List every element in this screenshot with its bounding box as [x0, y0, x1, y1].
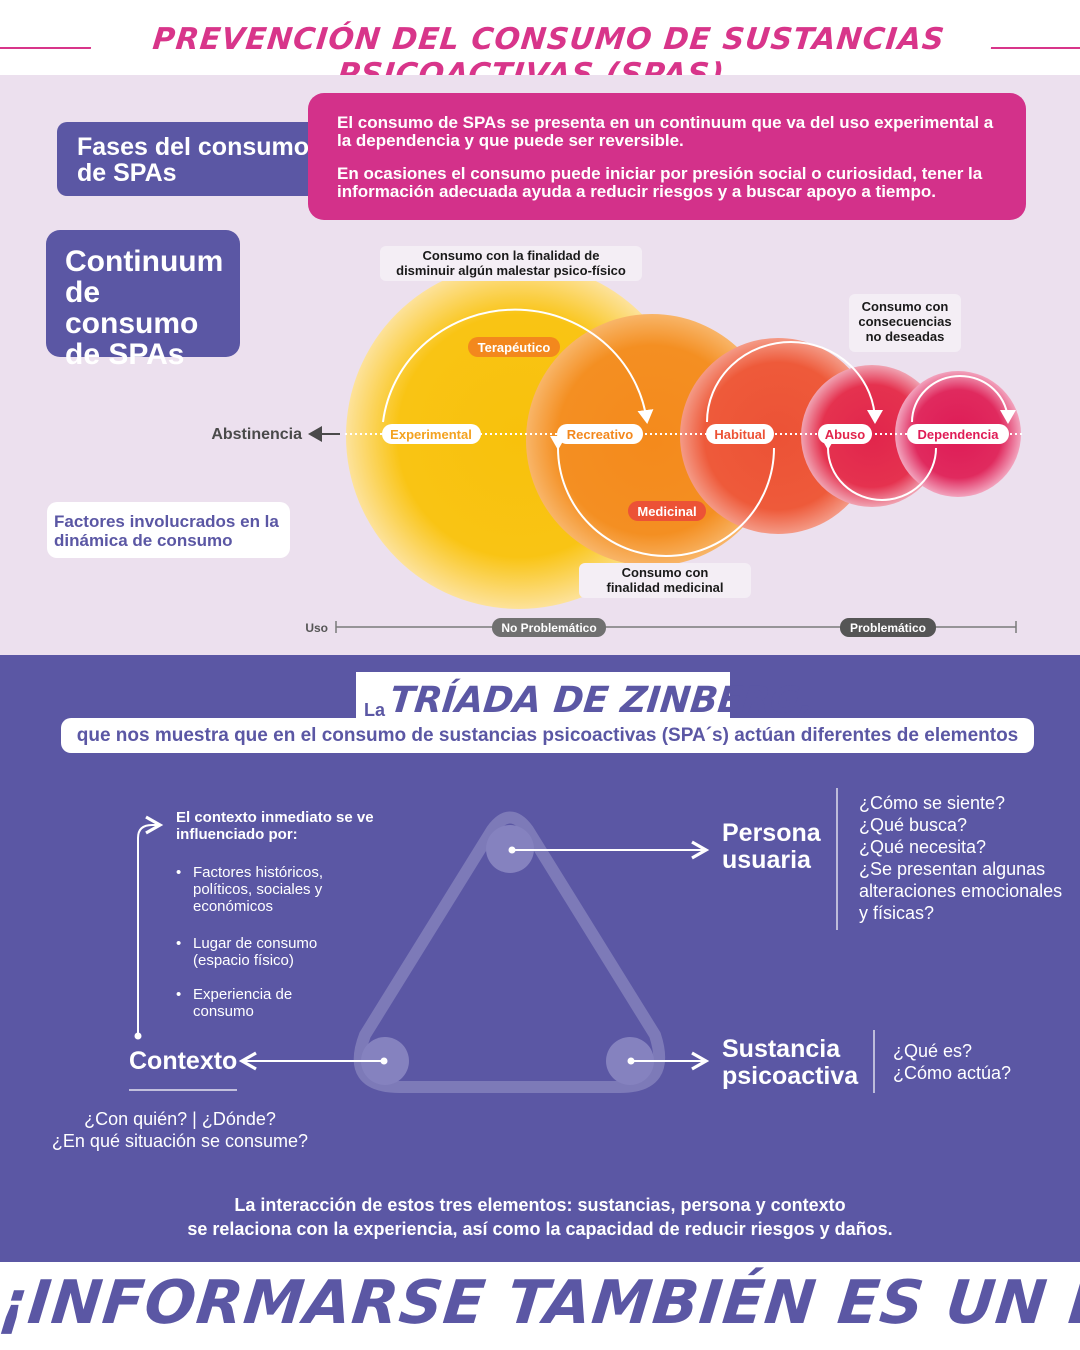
triada-section: [0, 655, 1080, 1262]
sustancia-questions: ¿Qué es? ¿Cómo actúa?: [893, 1040, 1011, 1084]
persona-question-1: ¿Cómo se siente?: [859, 793, 1006, 813]
svg-text:Experimental: Experimental: [390, 427, 472, 442]
context-heading: El contexto inmediato se ve influenciado…: [176, 809, 374, 843]
medicinal-arc: [549, 435, 775, 557]
medicinal-badge: Medicinal: [628, 501, 706, 521]
stage-abuso: Abuso: [818, 424, 872, 444]
svg-text:No Problemático: No Problemático: [501, 621, 596, 635]
intro-paragraph-2: En ocasiones el consumo puede iniciar po…: [337, 164, 983, 201]
contexto-label: Contexto: [129, 1047, 238, 1075]
svg-text:finalidad medicinal: finalidad medicinal: [606, 580, 723, 595]
habitual-abuso-arc: [706, 341, 883, 424]
stage-habitual: Habitual: [706, 424, 774, 444]
context-bullet-3: Experiencia de consumo: [193, 986, 293, 1020]
context-connector-arrow: [137, 815, 164, 1036]
stage-recreativo: Recreativo: [557, 424, 643, 444]
terapeutico-arc: [382, 308, 654, 424]
sustancia-question-1: ¿Qué es?: [893, 1041, 973, 1061]
context-bullet-1: Factores históricos, políticos, sociales…: [193, 864, 324, 915]
bullet-dot: •: [176, 864, 182, 881]
svg-text:Dependencia: Dependencia: [918, 427, 1000, 442]
bullet-dot: •: [176, 935, 182, 952]
bullet-dot: •: [176, 986, 182, 1003]
note-bottom: Consumo con finalidad medicinal: [579, 563, 751, 598]
uso-label: Uso: [305, 621, 328, 635]
svg-text:Problemático: Problemático: [850, 621, 926, 635]
interaction-text: La interacción de estos tres elementos: …: [60, 1193, 1020, 1241]
intro-box: El consumo de SPAs se presenta en un con…: [308, 93, 1026, 220]
abuso-dependencia-arc: [819, 435, 937, 501]
dependencia-arc: [911, 375, 1016, 424]
contexto-questions: ¿Con quién? | ¿Dónde? ¿En qué situación …: [30, 1108, 330, 1152]
svg-text:Consumo con la finalidad de: Consumo con la finalidad de: [423, 248, 600, 263]
contexto-question-1: ¿Con quién? | ¿Dónde?: [84, 1109, 276, 1129]
slogan: ¡INFORMARSE TAMBIÉN ES UN DERECHO!: [0, 1268, 1080, 1338]
no-problematico-badge: No Problemático: [492, 618, 606, 637]
svg-text:Habitual: Habitual: [714, 427, 765, 442]
note-right: Consumo con consecuencias no deseadas: [849, 294, 961, 352]
sustancia-question-2: ¿Cómo actúa?: [893, 1063, 1012, 1083]
triada-diagram: [129, 788, 875, 1093]
svg-text:Medicinal: Medicinal: [637, 504, 696, 519]
interaction-line-2: se relaciona con la experiencia, así com…: [187, 1219, 893, 1239]
svg-text:Recreativo: Recreativo: [567, 427, 634, 442]
context-bullet-2: Lugar de consumo (espacio físico): [193, 935, 318, 969]
continuum-label: Continuum de consumo de SPAs: [46, 230, 240, 370]
persona-label: Persona usuaria: [722, 819, 821, 874]
triada-subtitle: que nos muestra que en el consumo de sus…: [61, 718, 1034, 753]
svg-text:Terapéutico: Terapéutico: [478, 340, 551, 355]
continuum-diagram: Abstinencia Experimental Recreativo Habi…: [211, 246, 1022, 637]
svg-text:disminuir algún malestar psico: disminuir algún malestar psico-físico: [396, 263, 626, 278]
interaction-line-1: La interacción de estos tres elementos: …: [234, 1195, 846, 1215]
triada-title-box: [356, 672, 730, 724]
svg-text:Consumo con: Consumo con: [862, 299, 949, 314]
problematico-badge: Problemático: [840, 618, 936, 637]
triad-triangle: [353, 811, 666, 1093]
stage-dependencia: Dependencia: [907, 424, 1009, 444]
intro-paragraph-1: El consumo de SPAs se presenta en un con…: [337, 113, 994, 150]
contexto-question-2: ¿En qué situación se consume?: [51, 1131, 309, 1151]
persona-question-2: ¿Qué busca?: [859, 815, 968, 835]
svg-text:Consumo con: Consumo con: [622, 565, 709, 580]
phases-label: Fases del consumo de SPAs: [57, 122, 323, 196]
persona-questions: ¿Cómo se siente? ¿Qué busca? ¿Qué necesi…: [859, 792, 1069, 924]
abstinencia-label: Abstinencia: [211, 426, 302, 443]
svg-text:consecuencias: consecuencias: [858, 314, 951, 329]
sustancia-label: Sustancia psicoactiva: [722, 1035, 859, 1090]
note-top: Consumo con la finalidad de disminuir al…: [380, 246, 642, 281]
svg-text:Abuso: Abuso: [825, 427, 866, 442]
factors-label: Factores involucrados en la dinámica de …: [47, 502, 290, 558]
terapeutico-badge: Terapéutico: [468, 337, 560, 357]
svg-text:no deseadas: no deseadas: [866, 329, 945, 344]
triada-prefix: La: [364, 700, 386, 720]
stage-experimental: Experimental: [382, 424, 481, 444]
persona-question-3: ¿Qué necesita?: [859, 837, 987, 857]
footer: [0, 1262, 1080, 1350]
persona-question-4: ¿Se presentan algunas alteraciones emoci…: [859, 859, 1063, 923]
